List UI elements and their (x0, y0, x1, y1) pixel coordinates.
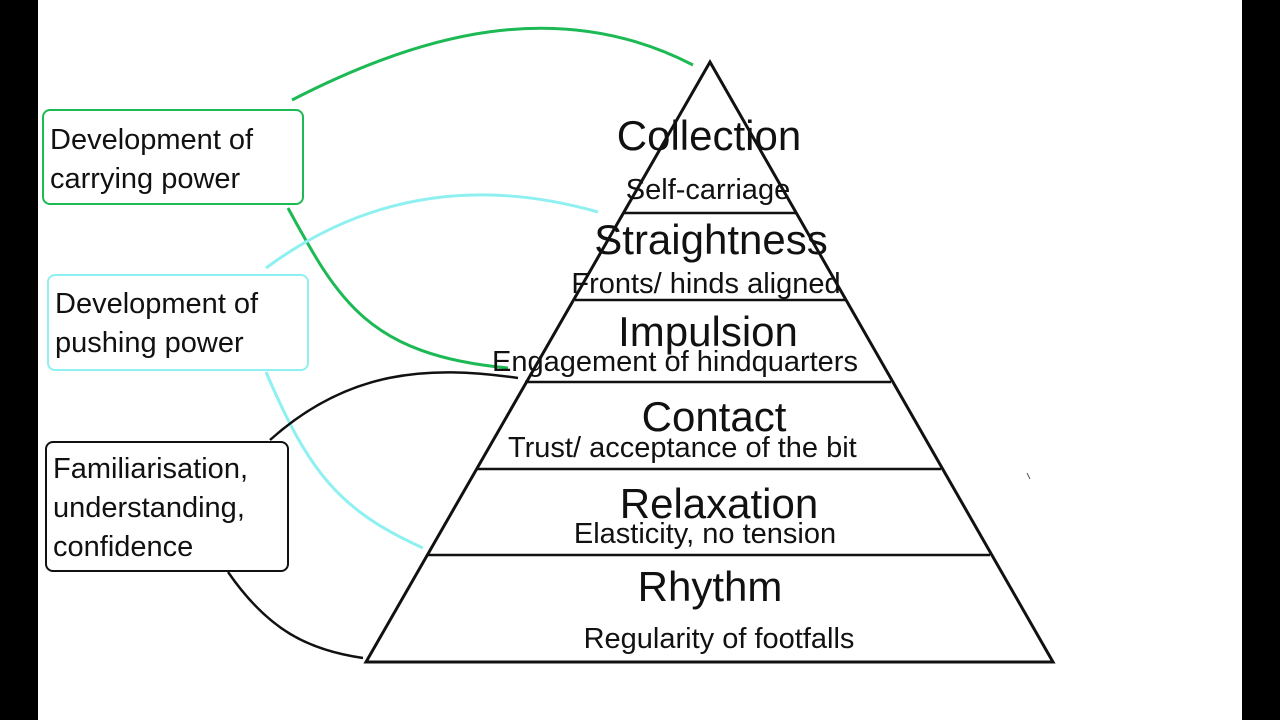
level-collection-description: Self-carriage (625, 174, 791, 206)
connector-carrying-top (291, 26, 694, 102)
level-rhythm-name: Rhythm (637, 563, 783, 610)
level-impulsion-description: Engagement of hindquarters (492, 346, 858, 378)
pyramid-outline (363, 58, 1056, 664)
familiarisation-box: Familiarisation, understanding, confiden… (45, 441, 289, 572)
carrying-power-box: Development of carrying power (42, 109, 304, 205)
level-collection-name: Collection (616, 112, 802, 159)
level-relaxation-description: Elasticity, no tension (573, 518, 837, 550)
level-rhythm-description: Regularity of footfalls (583, 623, 855, 655)
diagram-canvas: Collection Self-carriage Straightness Fr… (38, 0, 1242, 720)
connector-familiarisation-top (269, 371, 519, 441)
level-straightness-name: Straightness (594, 216, 828, 263)
level-contact-description: Trust/ acceptance of the bit (508, 432, 857, 464)
connector-familiarisation-bottom (226, 571, 364, 660)
connector-pushing-bottom (264, 371, 424, 550)
level-relaxation-name: Relaxation (619, 480, 819, 527)
level-straightness-description: Fronts/ hinds aligned (571, 268, 841, 300)
stray-mark (1026, 472, 1031, 480)
level-contact-name: Contact (641, 393, 787, 440)
connector-layer (226, 26, 1056, 664)
pushing-power-box: Development of pushing power (47, 274, 309, 371)
level-impulsion-name: Impulsion (618, 308, 798, 355)
connector-pushing-top (265, 193, 599, 270)
